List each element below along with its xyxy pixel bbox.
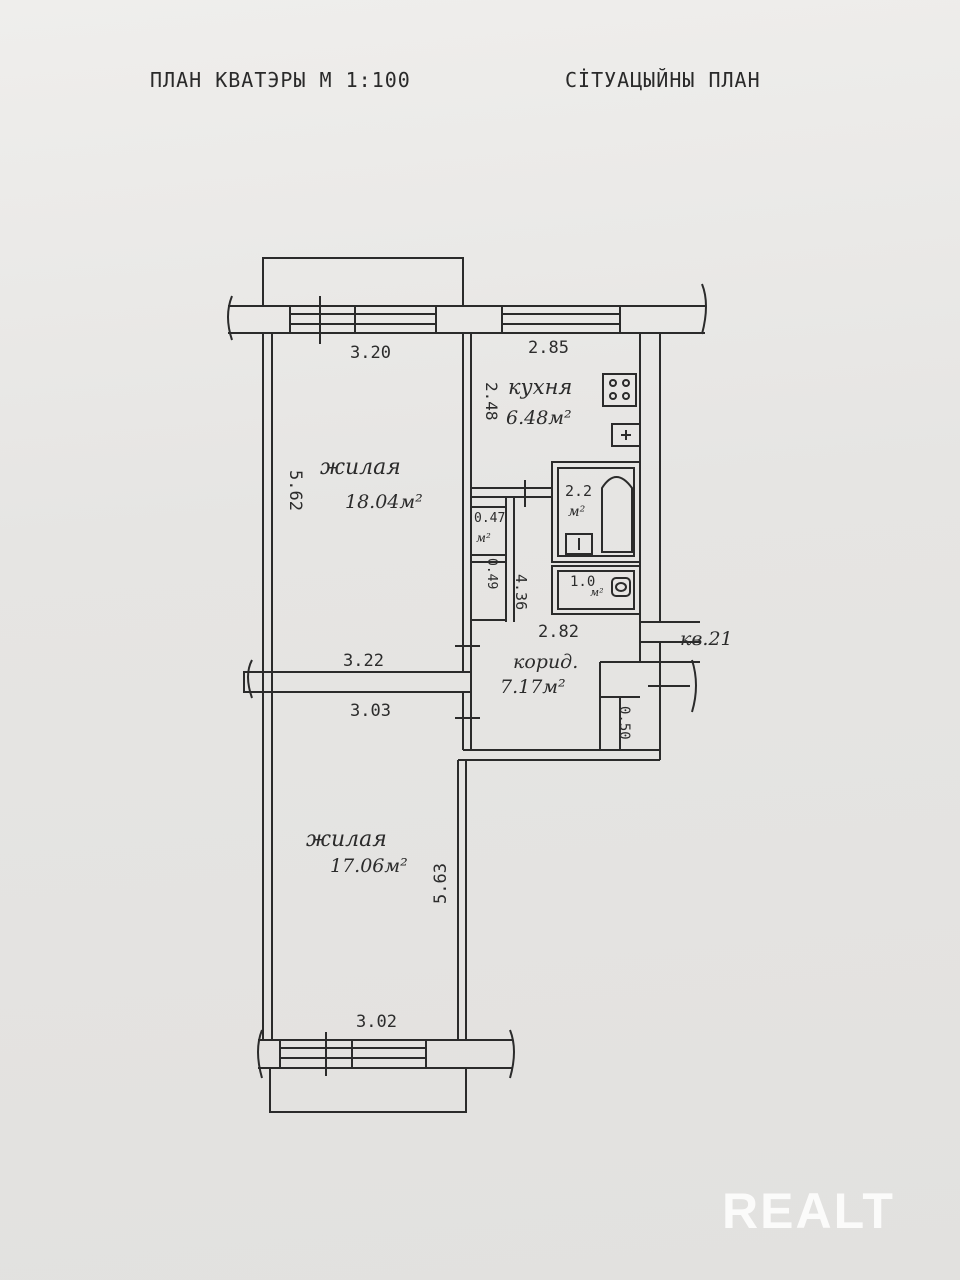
washbasin-icon (565, 533, 593, 555)
closet1-unit: м² (476, 531, 491, 545)
corridor-name: корид. (513, 651, 578, 673)
dim-4-36: 4.36 (512, 574, 530, 610)
bath-area: 2.2 (565, 482, 592, 500)
balcony-top (262, 257, 464, 306)
dim-2-48: 2.48 (482, 382, 501, 421)
kitchen-area: 6.48м² (506, 407, 572, 429)
situation-plan-title: СİТУАЦЫЙНЫ ПЛАН (565, 68, 761, 92)
sink-icon (611, 423, 641, 447)
dim-3-03: 3.03 (350, 701, 391, 721)
dim-5-63: 5.63 (431, 863, 451, 904)
corridor-area: 7.17м² (500, 676, 566, 698)
toilet-icon (611, 577, 631, 597)
wc-block (551, 565, 641, 615)
realt-watermark-logo: REALT (722, 1183, 895, 1239)
dim-3-02: 3.02 (356, 1012, 397, 1032)
middle-wall (243, 671, 472, 693)
closet2-area: 0.49 (484, 558, 499, 589)
closet1-area: 0.47 (474, 511, 505, 526)
dim-3-20: 3.20 (350, 343, 391, 363)
apartment-number: кв.21 (680, 628, 733, 650)
dim-5-62: 5.62 (285, 470, 305, 511)
bath-unit: м² (568, 504, 586, 520)
dim-2-85: 2.85 (528, 338, 569, 358)
dim-0-50: 0.50 (616, 706, 632, 740)
wall-break-middle (247, 659, 253, 699)
wall-break-right (701, 283, 707, 335)
dim-2-82: 2.82 (538, 622, 579, 642)
bathroom-block (551, 461, 641, 563)
wc-unit: м² (590, 586, 604, 599)
balcony-bottom (269, 1068, 467, 1113)
wall-break-left (227, 295, 233, 341)
dim-3-22: 3.22 (343, 651, 384, 671)
kitchen-name: кухня (508, 375, 572, 399)
room1-name: жилая (320, 455, 401, 480)
bathtub-icon (601, 476, 633, 553)
stove-icon (602, 373, 637, 407)
plan-title: ПЛАН КВАТЭРЫ М 1:100 (150, 68, 411, 92)
wc-area: 1.0 (570, 574, 595, 590)
room2-area: 17.06м² (330, 855, 408, 877)
room2-name: жилая (306, 827, 387, 852)
room1-area: 18.04м² (345, 491, 423, 513)
